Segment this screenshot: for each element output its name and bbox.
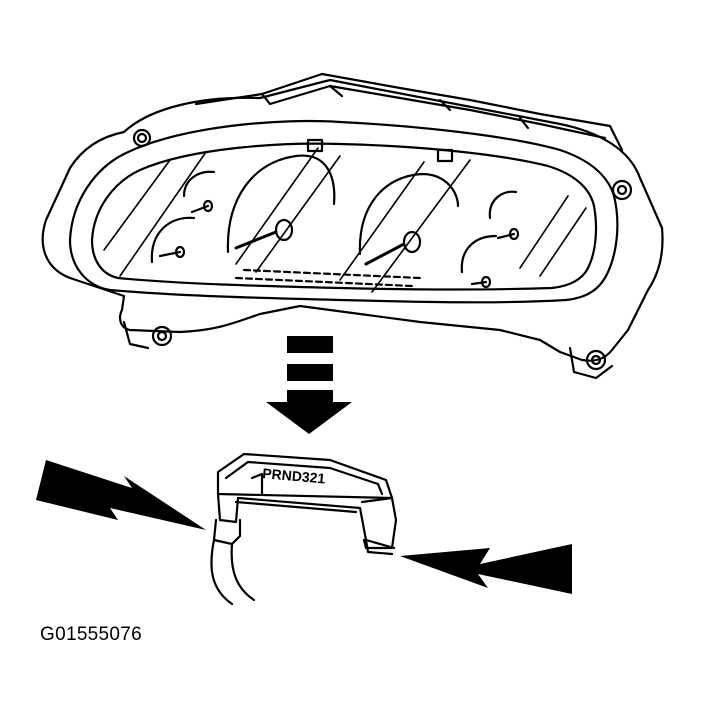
gauge-small-right xyxy=(460,190,520,289)
instrument-cluster xyxy=(41,72,664,380)
mount-hole-right xyxy=(611,179,633,201)
arrow-pointer-right-icon xyxy=(400,544,572,594)
prnd-label: PRND321 xyxy=(262,465,326,486)
arrow-down-icon xyxy=(266,336,352,434)
gauge-large-right xyxy=(358,172,460,266)
cluster-display-strip xyxy=(234,268,422,288)
indicator-lamp-left xyxy=(306,138,324,153)
cluster-lens xyxy=(90,142,598,291)
gauge-small-left xyxy=(150,170,216,264)
indicator-lamp-right xyxy=(436,148,454,163)
prnd-indicator: PRND321 xyxy=(210,452,398,606)
cluster-top-housing xyxy=(194,72,624,152)
indicator-wire xyxy=(210,538,256,606)
gauge-large-left xyxy=(226,154,336,254)
lens-glare xyxy=(103,147,587,293)
figure-code: G01555076 xyxy=(40,624,143,645)
mount-hole-bottom-right xyxy=(585,349,607,371)
arrow-pointer-left-icon xyxy=(36,460,206,530)
mount-hole-top-left xyxy=(132,128,152,148)
mount-hole-bottom-left xyxy=(151,325,173,347)
